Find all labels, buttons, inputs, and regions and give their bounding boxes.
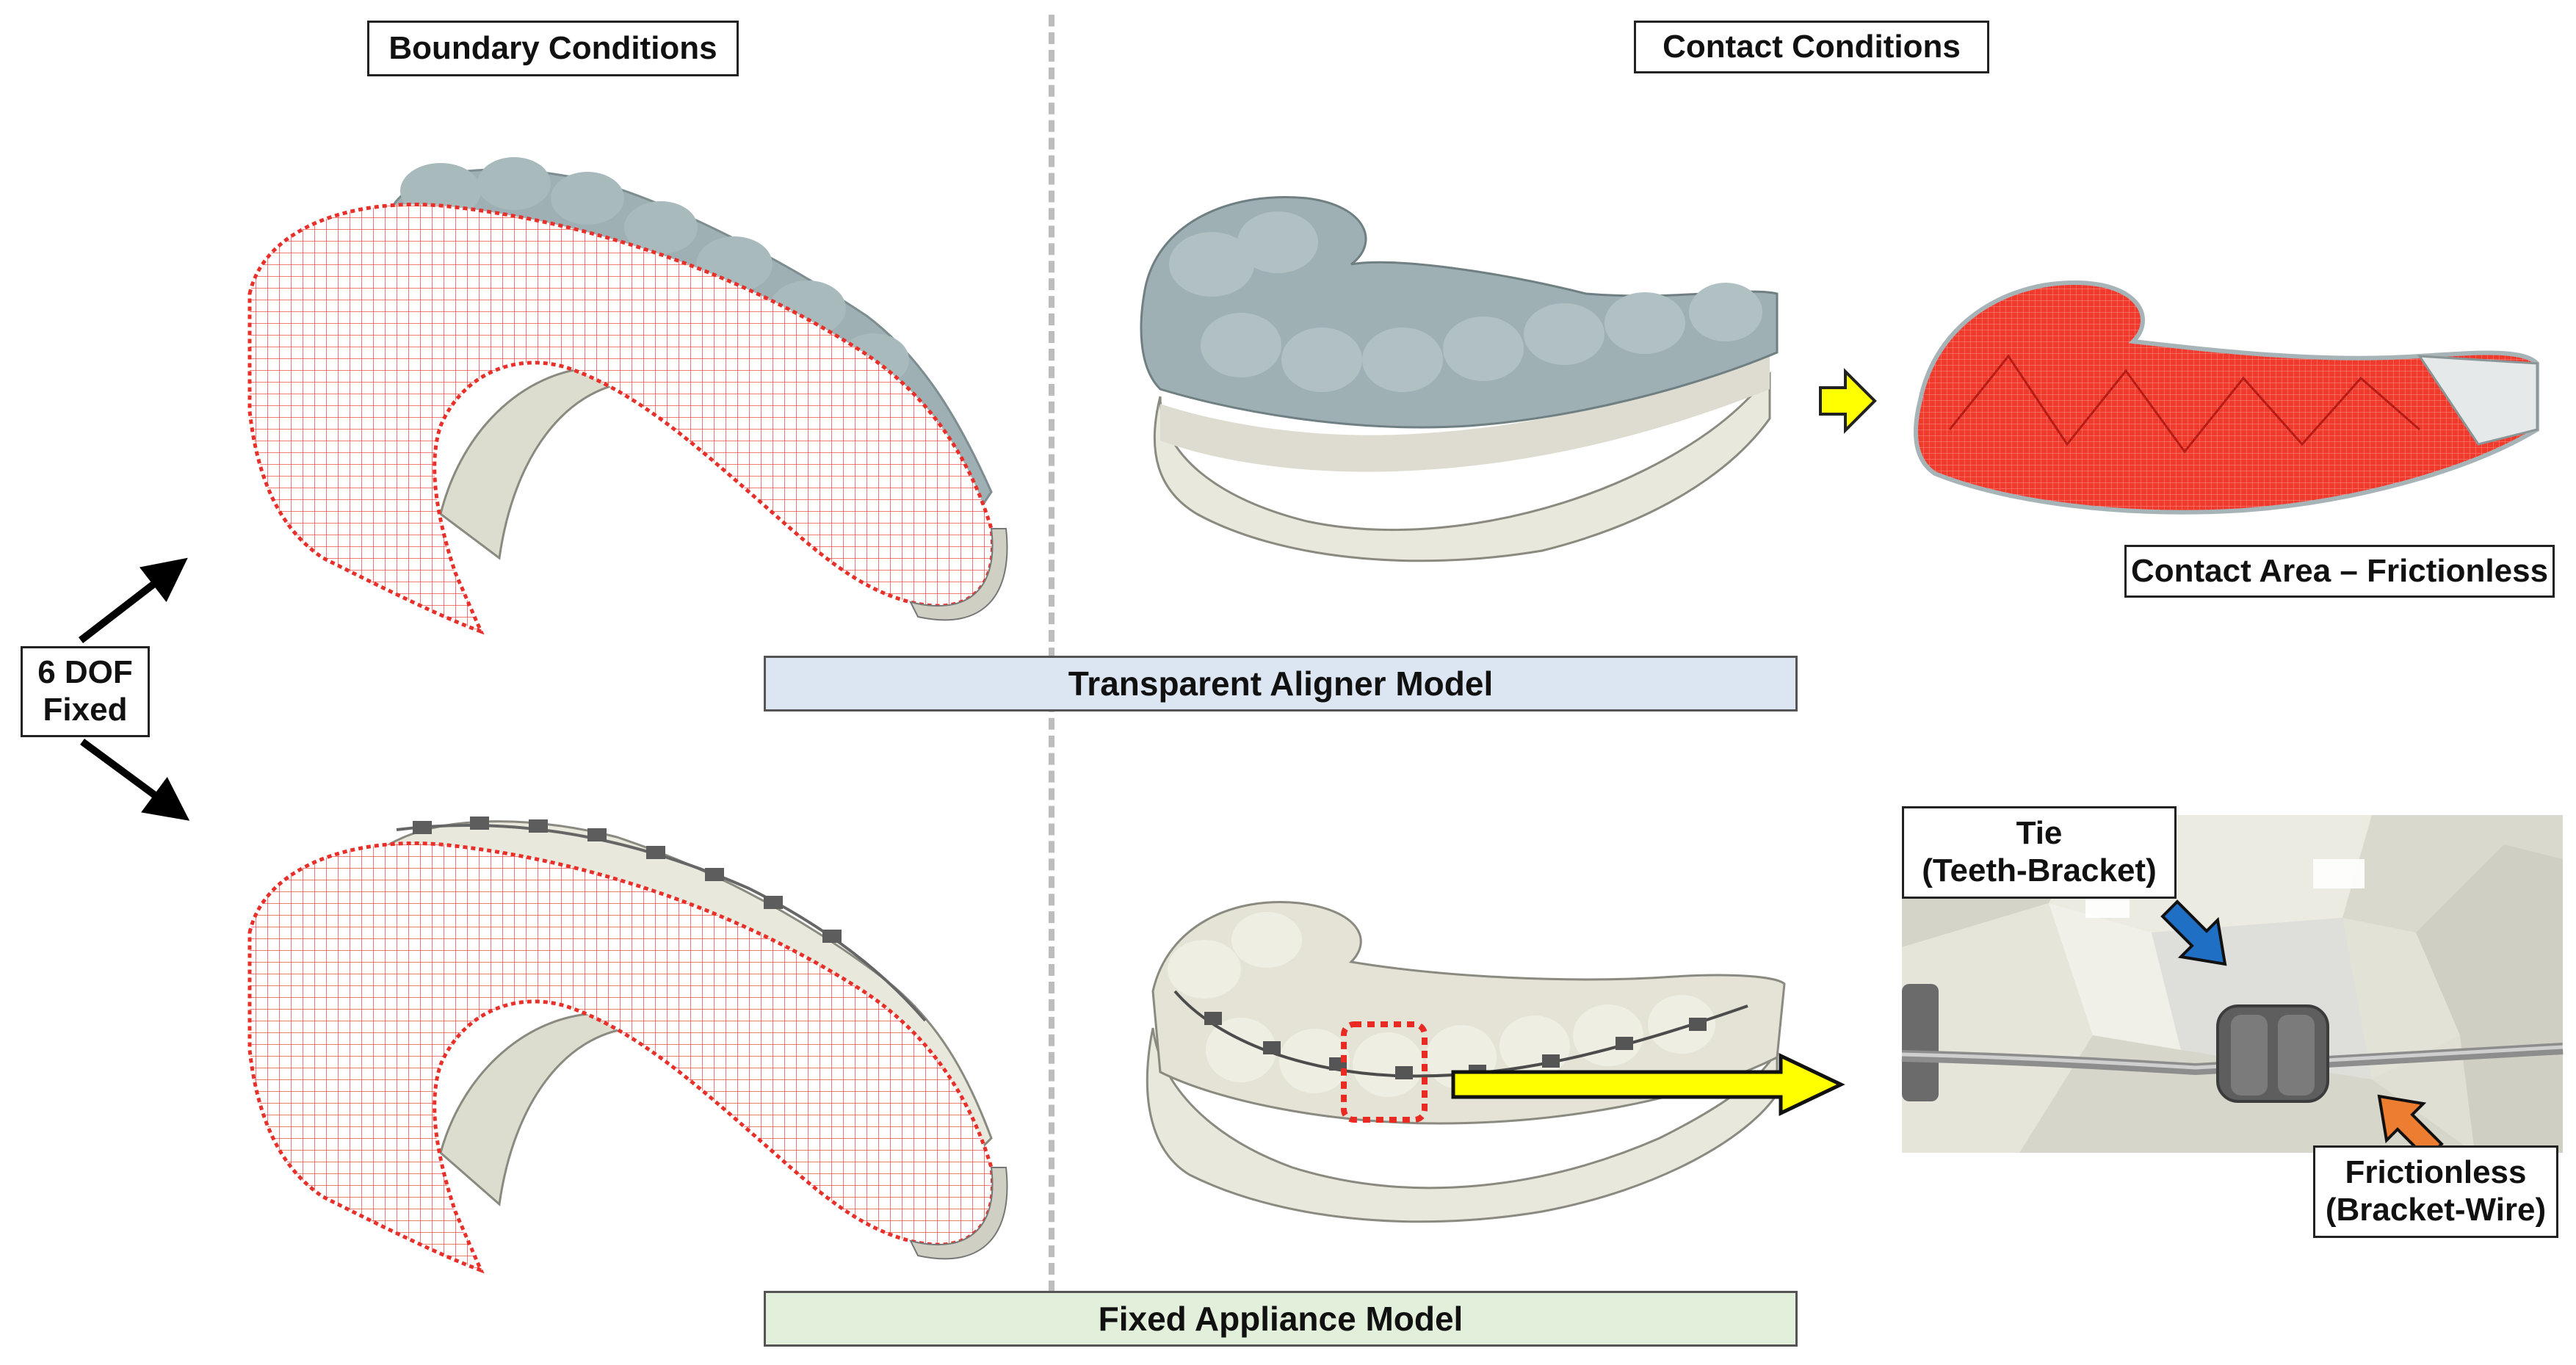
- dof-label-line2: Fixed: [43, 692, 128, 728]
- fixed-appliance-banner: Fixed Appliance Model: [764, 1291, 1798, 1347]
- contact-conditions-header: Contact Conditions: [1634, 21, 1989, 73]
- black-arrow-down-icon: [80, 738, 190, 821]
- tie-label-line2: (Teeth-Bracket): [1922, 852, 2157, 888]
- contact-area-label: Contact Area – Frictionless: [2124, 545, 2555, 598]
- transparent-aligner-banner: Transparent Aligner Model: [764, 656, 1798, 712]
- aligner-boundary-model: [247, 157, 1008, 635]
- dof-fixed-label: 6 DOF Fixed: [21, 646, 150, 737]
- fixed-boundary-model: [247, 817, 1008, 1274]
- dof-arrows: [78, 557, 190, 821]
- yellow-arrow-icon: [1819, 368, 1877, 434]
- yellow-detail-arrow-icon: [1451, 1053, 1845, 1116]
- frictionless-label-line1: Frictionless: [2345, 1154, 2527, 1191]
- frictionless-label: Frictionless (Bracket-Wire): [2313, 1145, 2558, 1238]
- fixed-appliance-teeth-model: [1146, 901, 1786, 1223]
- aligner-on-teeth-model: [1140, 196, 1779, 562]
- boundary-conditions-header: Boundary Conditions: [367, 21, 739, 76]
- frictionless-label-line2: (Bracket-Wire): [2325, 1192, 2547, 1228]
- tie-label-line1: Tie: [2016, 815, 2063, 852]
- column-divider: [1049, 15, 1054, 1292]
- tie-label: Tie (Teeth-Bracket): [1902, 806, 2177, 899]
- contact-area-mesh-model: [1914, 280, 2539, 515]
- blue-arrow-icon: [2160, 899, 2227, 966]
- dof-label-line1: 6 DOF: [37, 654, 133, 691]
- black-arrow-up-icon: [78, 557, 188, 643]
